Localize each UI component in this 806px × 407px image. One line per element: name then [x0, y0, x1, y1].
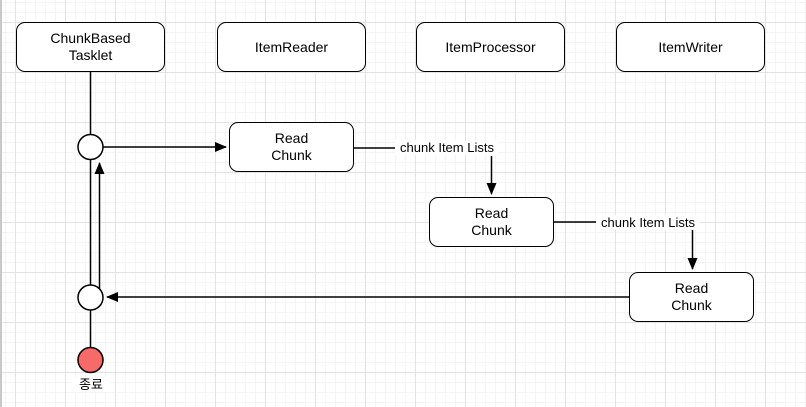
- edge-label-chunk-item-lists-2[interactable]: chunk Item Lists: [596, 215, 700, 230]
- end-node[interactable]: [77, 346, 104, 374]
- node-label: ItemProcessor: [445, 38, 536, 55]
- node-chunkbased-tasklet[interactable]: ChunkBased Tasklet: [16, 22, 165, 72]
- node-read-chunk-1[interactable]: Read Chunk: [229, 122, 354, 172]
- node-label: ChunkBased Tasklet: [50, 30, 131, 63]
- node-label: Read Chunk: [271, 130, 312, 163]
- fork-node[interactable]: [77, 133, 104, 161]
- join-node[interactable]: [77, 284, 104, 311]
- node-itemreader[interactable]: ItemReader: [217, 22, 366, 72]
- node-label: ItemReader: [254, 38, 329, 55]
- node-read-chunk-2[interactable]: Read Chunk: [429, 197, 554, 247]
- edge-label-chunk-item-lists-1[interactable]: chunk Item Lists: [395, 140, 499, 155]
- node-itemprocessor[interactable]: ItemProcessor: [416, 22, 565, 72]
- end-node-label: 종료: [72, 377, 110, 392]
- canvas-left-edge: [0, 0, 2, 407]
- node-label: Read Chunk: [471, 205, 512, 238]
- node-read-chunk-3[interactable]: Read Chunk: [629, 272, 754, 322]
- node-label: ItemWriter: [658, 38, 723, 55]
- node-label: Read Chunk: [671, 280, 712, 313]
- node-itemwriter[interactable]: ItemWriter: [616, 22, 765, 72]
